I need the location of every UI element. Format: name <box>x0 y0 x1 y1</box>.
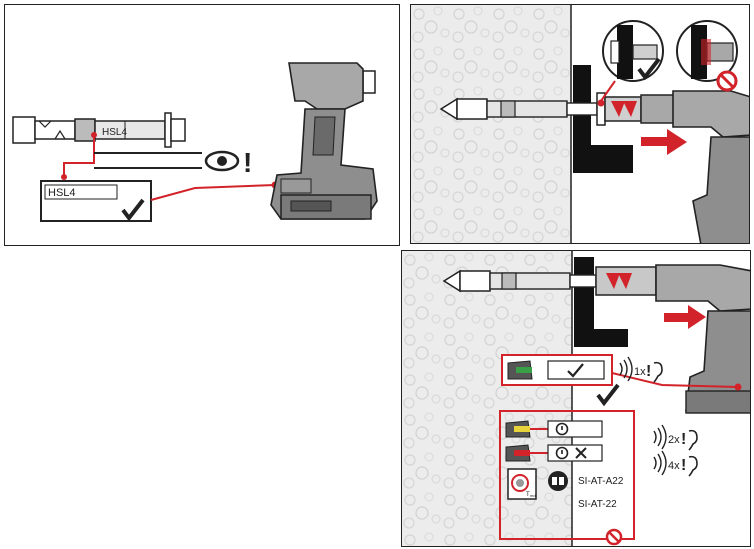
check-icon <box>121 198 145 222</box>
alert-icon: ! <box>646 363 651 380</box>
sound-waves-icon <box>653 424 667 450</box>
push-arrow-icon <box>641 129 687 155</box>
status-ok-box <box>501 354 613 386</box>
prohibited-icon <box>605 528 623 546</box>
ear-icon <box>688 429 698 451</box>
anchor-in-wall <box>442 266 657 296</box>
check-icon <box>596 383 620 407</box>
torque-sensor-box: T md <box>507 468 537 500</box>
ear-icon <box>653 361 663 383</box>
concrete-wall <box>402 251 572 546</box>
panel-a-svg: HSL4 ! HSL4 <box>12 62 378 222</box>
code-a22: SI-AT-A22 <box>578 476 624 487</box>
signal-count-2: 2x <box>668 434 680 446</box>
tmd-label: T <box>526 492 530 498</box>
info-icon <box>555 422 569 436</box>
panel-anchor-inspection: HSL4 ! HSL4 <box>4 4 400 246</box>
fixture-plate <box>573 65 633 173</box>
sound-waves-icon <box>619 356 633 382</box>
leader-dot <box>61 174 67 180</box>
code-22: SI-AT-22 <box>578 499 617 510</box>
check-icon <box>567 363 584 378</box>
push-arrow-icon <box>664 305 706 329</box>
alert-icon: ! <box>243 147 252 178</box>
status-warning-box <box>505 420 603 438</box>
concrete-wall <box>411 5 571 243</box>
impact-wrench-icon <box>270 62 378 220</box>
label-card: HSL4 <box>40 180 152 222</box>
panel-c-svg: 1x ! T md <box>402 251 750 546</box>
check-icon <box>637 57 661 81</box>
leader-dot <box>91 132 97 138</box>
anchor-label: HSL4 <box>102 127 127 138</box>
signal-count-3: 4x <box>668 460 680 472</box>
brand-mark-icon <box>606 273 632 289</box>
panel-b-svg <box>411 5 749 243</box>
sound-waves-icon <box>653 450 667 476</box>
anchor-bolt: HSL4 <box>12 112 186 148</box>
panel-installation <box>410 4 750 244</box>
manual-icon <box>548 471 568 491</box>
leader-line-anchor <box>63 135 95 177</box>
card-label: HSL4 <box>48 187 76 199</box>
info-icon <box>555 446 569 460</box>
tmd-subscript: md <box>530 493 536 498</box>
prohibited-icon <box>716 70 738 92</box>
anchor-in-wall <box>439 92 676 126</box>
status-error-box <box>505 444 603 462</box>
eye-icon <box>204 150 240 172</box>
impact-wrench-icon <box>655 264 750 414</box>
leader-line-tool <box>150 184 276 201</box>
inset-correct <box>602 20 664 82</box>
brand-mark-icon <box>611 101 637 117</box>
warning-group-box <box>499 410 635 540</box>
close-icon <box>575 447 587 459</box>
alert-icon: ! <box>681 457 686 474</box>
signal-count-1: 1x <box>634 366 646 378</box>
impact-wrench-icon <box>672 90 749 243</box>
panel-signals: 1x ! T md <box>401 250 751 547</box>
ear-icon <box>688 455 698 477</box>
inset-incorrect <box>676 20 738 82</box>
alert-icon: ! <box>681 431 686 448</box>
